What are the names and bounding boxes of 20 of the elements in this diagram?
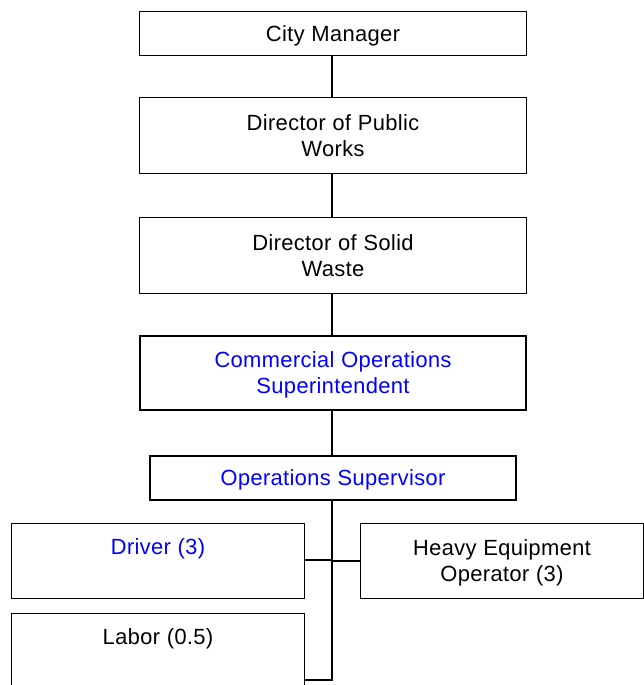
- role-title: Heavy Equipment Operator (3): [412, 535, 592, 587]
- org-box: [139, 11, 527, 56]
- org-box: [11, 613, 305, 685]
- role-title: Labor (0.5): [102, 624, 214, 650]
- role-title: Operations Supervisor: [220, 465, 446, 491]
- org-box: [11, 523, 305, 599]
- connector-line: [331, 56, 333, 97]
- org-box: [139, 335, 527, 411]
- org-box: [139, 97, 527, 174]
- org-box: [139, 217, 527, 294]
- connector-line: [331, 294, 333, 335]
- role-title: City Manager: [266, 20, 400, 46]
- role-title: Director of Public Works: [246, 110, 420, 162]
- connector-line: [331, 174, 333, 217]
- role-title: Driver (3): [110, 534, 206, 560]
- org-box: [149, 455, 517, 501]
- org-box: [360, 523, 644, 599]
- role-title: Commercial Operations Superintendent: [213, 347, 453, 399]
- role-title: Director of Solid Waste: [251, 230, 415, 282]
- connector-line: [331, 411, 333, 455]
